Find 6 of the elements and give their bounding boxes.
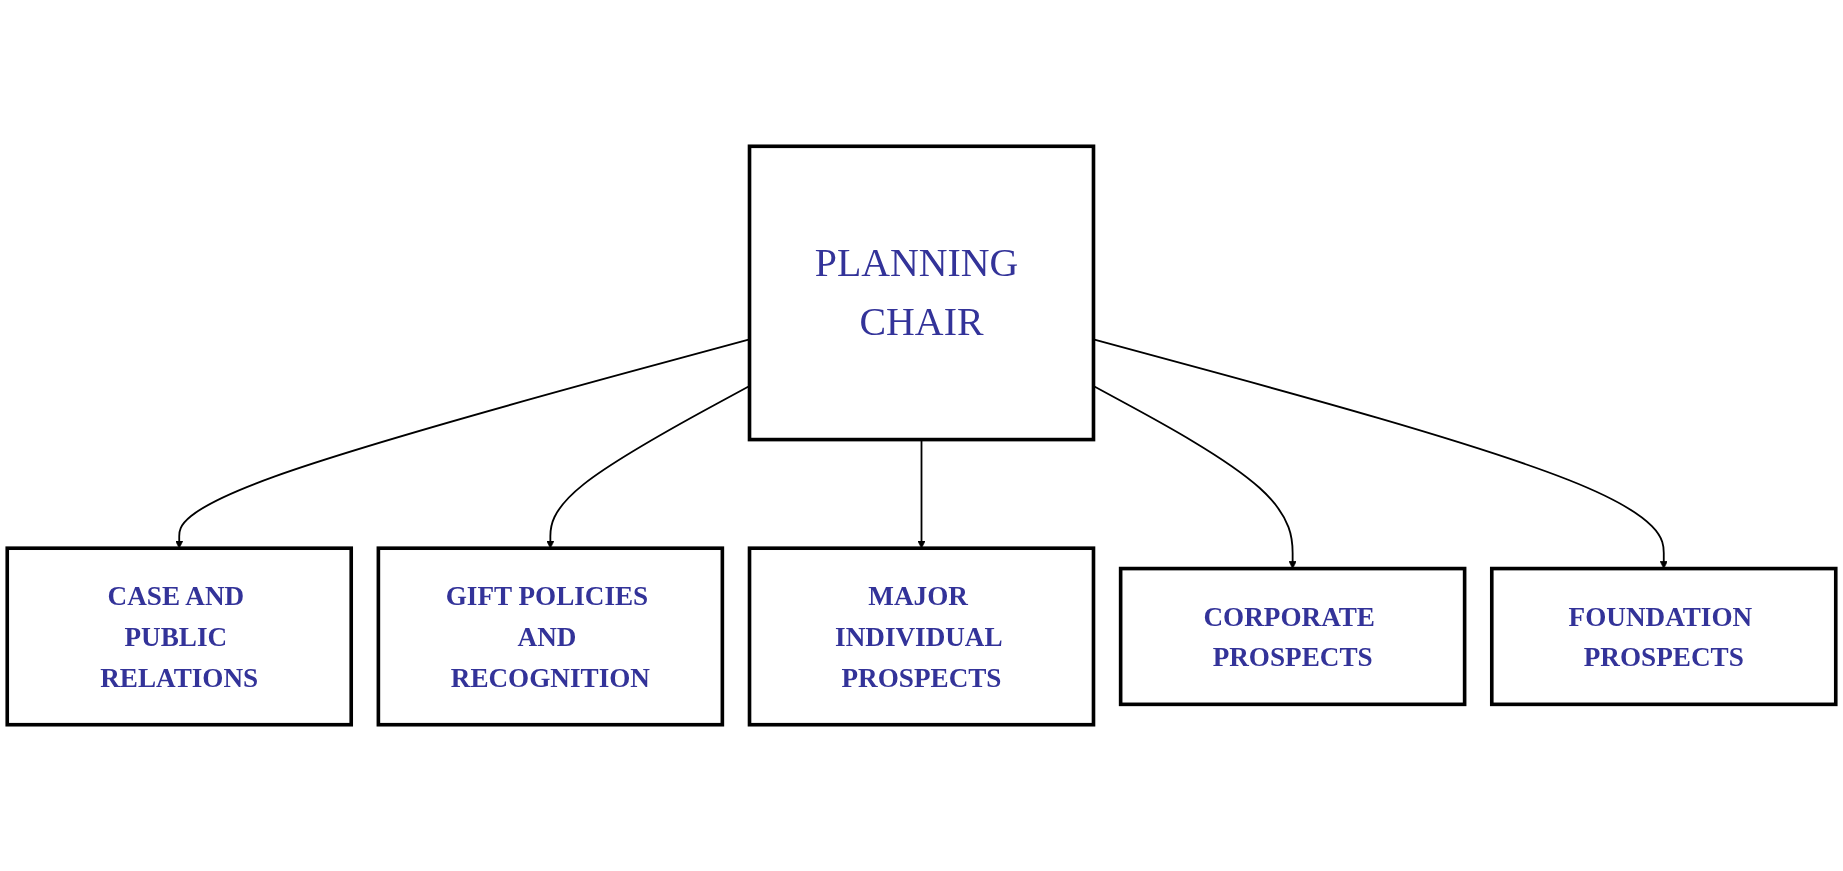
node-box: FOUNDATION PROSPECTS <box>1489 566 1838 707</box>
node-box: CASE AND PUBLIC RELATIONS <box>5 546 354 727</box>
node-box: GIFT POLICIES AND RECOGNITION <box>376 546 725 727</box>
node-box: CORPORATE PROSPECTS <box>1118 566 1467 707</box>
node-box: MAJOR INDIVIDUAL PROSPECTS <box>747 546 1096 727</box>
node-box: PLANNING CHAIR <box>747 144 1096 442</box>
